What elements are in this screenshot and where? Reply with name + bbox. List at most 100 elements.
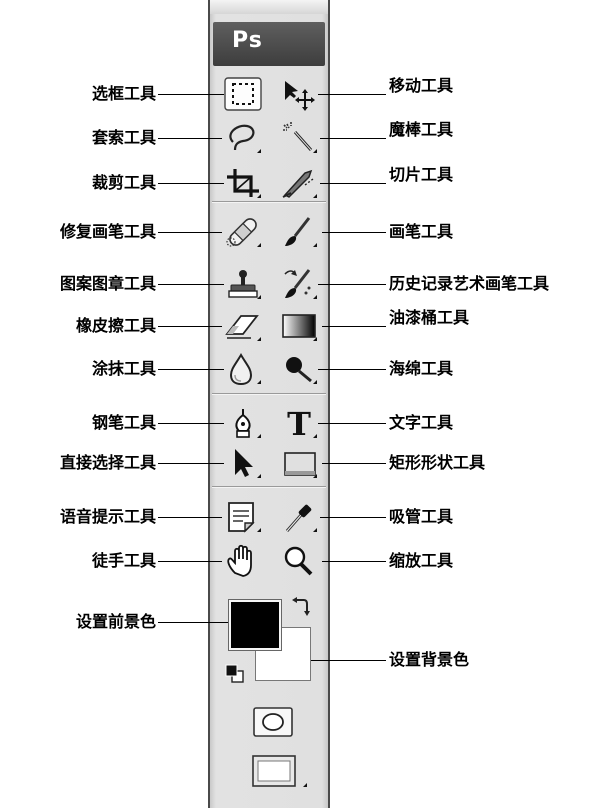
tool-sponge[interactable]	[279, 351, 319, 387]
art-history-brush-icon	[284, 269, 317, 299]
slice-knife-icon	[282, 169, 317, 198]
tool-direct-select[interactable]	[223, 445, 263, 481]
eraser-icon	[225, 315, 261, 341]
callout-label-eyedropper: 吸管工具	[389, 507, 454, 526]
leader-line-move	[318, 94, 386, 95]
leader-line-eyedropper	[320, 517, 386, 518]
tool-eraser[interactable]	[223, 308, 263, 344]
leader-line-notes	[158, 517, 222, 518]
leader-line-brush	[322, 232, 386, 233]
gradient-bucket-icon	[282, 314, 317, 341]
callout-label-notes: 语音提示工具	[59, 507, 156, 526]
swap-colors-icon[interactable]	[290, 596, 312, 618]
callout-label-zoom: 缩放工具	[389, 551, 454, 570]
leader-line-smudge	[158, 369, 224, 370]
callout-label-history-brush: 历史记录艺术画笔工具	[389, 274, 550, 293]
callout-label-type: 文字工具	[389, 413, 454, 432]
tool-stamp[interactable]	[223, 266, 263, 302]
sponge-icon	[286, 357, 317, 384]
callout-label-brush: 画笔工具	[389, 222, 454, 241]
leader-line-foreground	[158, 622, 230, 623]
pen-nib-icon	[235, 409, 261, 438]
type-t-icon: T	[287, 405, 317, 441]
tool-bucket[interactable]	[279, 308, 319, 344]
callout-label-marquee: 选框工具	[91, 84, 156, 103]
crop-icon	[227, 169, 261, 198]
tool-history-brush[interactable]	[279, 266, 319, 302]
quick-mask-icon[interactable]	[251, 705, 295, 739]
callout-label-eraser: 橡皮擦工具	[75, 316, 156, 335]
tool-smudge[interactable]	[223, 351, 263, 387]
leader-line-history-brush	[318, 284, 386, 285]
ps-logo: Ps	[232, 28, 263, 53]
tool-healing[interactable]	[223, 214, 263, 250]
leader-line-healing	[158, 232, 222, 233]
eyedropper-icon	[285, 504, 317, 532]
stamp-icon	[228, 270, 261, 299]
callout-label-foreground: 设置前景色	[75, 612, 156, 631]
tool-lasso[interactable]	[223, 120, 263, 156]
notes-icon	[228, 502, 261, 533]
default-colors-icon[interactable]	[224, 663, 246, 685]
leader-line-magic-wand	[320, 138, 386, 139]
callout-label-stamp: 图案图章工具	[59, 274, 156, 293]
callout-label-shape: 矩形形状工具	[389, 453, 486, 472]
hand-icon	[227, 544, 252, 577]
leader-line-eraser	[158, 326, 222, 327]
callout-label-background: 设置背景色	[389, 650, 470, 669]
tool-move[interactable]	[279, 76, 319, 112]
tool-brush[interactable]	[279, 214, 319, 250]
leader-line-sponge	[318, 369, 386, 370]
group-separator	[212, 486, 326, 488]
callout-label-crop: 裁剪工具	[91, 173, 156, 192]
tool-eyedropper[interactable]	[279, 499, 319, 535]
arrow-pointer-icon	[235, 449, 261, 478]
tool-slice[interactable]	[279, 165, 319, 201]
callout-label-sponge: 海绵工具	[389, 359, 454, 378]
leader-line-shape	[322, 463, 386, 464]
lasso-icon	[229, 124, 261, 153]
callout-label-direct-select: 直接选择工具	[59, 453, 156, 472]
leader-line-stamp	[158, 284, 224, 285]
leader-line-crop	[158, 183, 224, 184]
rectangular-marquee-icon	[224, 77, 262, 111]
tool-notes[interactable]	[223, 499, 263, 535]
tool-marquee[interactable]	[223, 76, 263, 112]
screen-mode-icon[interactable]	[249, 752, 309, 792]
callout-label-smudge: 涂抹工具	[91, 359, 156, 378]
tool-zoom[interactable]	[279, 543, 319, 579]
magic-wand-icon	[283, 122, 317, 153]
healing-bandage-icon	[226, 218, 261, 247]
callout-label-magic-wand: 魔棒工具	[389, 120, 454, 139]
leader-line-direct-select	[158, 463, 224, 464]
group-separator	[212, 201, 326, 203]
tool-shape[interactable]	[279, 445, 319, 481]
tool-pen[interactable]	[223, 405, 263, 441]
foreground-color-swatch[interactable]	[228, 599, 282, 651]
tool-crop[interactable]	[223, 165, 263, 201]
leader-line-type	[318, 423, 386, 424]
toolbox-title-bar[interactable]	[210, 0, 328, 14]
callout-label-pen: 钢笔工具	[91, 413, 156, 432]
leader-line-hand	[158, 561, 222, 562]
ps-logo-header[interactable]	[213, 22, 325, 66]
leader-line-zoom	[322, 561, 386, 562]
move-arrow-icon	[285, 81, 315, 111]
tool-hand[interactable]	[223, 543, 263, 579]
rectangle-shape-icon	[284, 452, 317, 478]
water-drop-icon	[229, 353, 261, 386]
leader-line-pen	[158, 423, 224, 424]
tool-magic-wand[interactable]	[279, 120, 319, 156]
magnifier-icon	[284, 546, 313, 576]
leader-line-marquee	[158, 94, 224, 95]
svg-text:T: T	[287, 405, 311, 441]
callout-label-move: 移动工具	[389, 76, 454, 95]
callout-label-healing: 修复画笔工具	[59, 222, 156, 241]
tool-type[interactable]: T	[279, 405, 319, 441]
group-separator	[212, 393, 326, 395]
leader-line-bucket	[322, 326, 386, 327]
callout-label-slice: 切片工具	[389, 165, 454, 184]
leader-line-background	[311, 660, 386, 661]
leader-line-lasso	[158, 138, 222, 139]
